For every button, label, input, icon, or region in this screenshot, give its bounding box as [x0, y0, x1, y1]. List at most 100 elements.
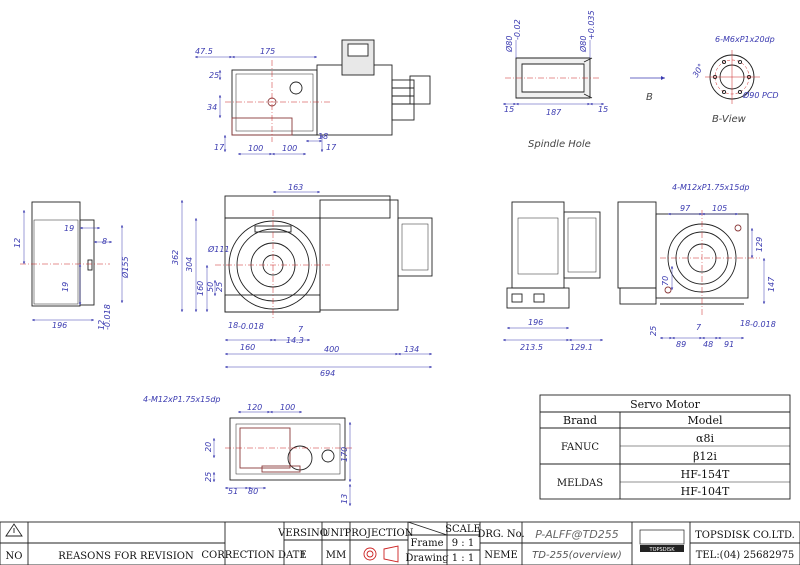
front-dim-50: 50	[206, 282, 215, 292]
right-b-147: 147	[767, 276, 776, 292]
tb-reasons: REASONS FOR REVISION	[58, 551, 194, 562]
dim-100a: 100	[248, 144, 263, 153]
tb-versino: VERSINO	[277, 528, 328, 539]
front-dim-160h: 160	[240, 343, 255, 352]
front-dim-304: 304	[185, 257, 194, 272]
right-b-tol-18: -0.018	[750, 320, 776, 329]
left-dim-19b: 19	[61, 282, 70, 292]
right-b-dims	[660, 212, 766, 340]
front-dim-160v: 160	[196, 281, 205, 296]
bview-label: B-View	[712, 114, 747, 125]
spindle-dia-a: Ø80	[504, 36, 514, 53]
front-dim-694: 694	[320, 369, 335, 378]
dim-100b: 100	[282, 144, 297, 153]
front-dim-14-3: 14.3	[286, 336, 304, 345]
front-dim-7: 7	[298, 325, 304, 334]
b-view	[705, 50, 760, 104]
bottom-callout: 4-M12xP1.75x15dp	[143, 395, 221, 404]
spindle-w1: 15	[504, 105, 514, 114]
dim-47-5: 47.5	[195, 47, 213, 56]
b-arrow-label: B	[646, 92, 653, 103]
right-b-105: 105	[712, 204, 727, 213]
left-view	[20, 201, 110, 307]
right-a-dims	[503, 326, 603, 342]
right-view-b	[617, 201, 760, 315]
left-dim-19a: 19	[64, 224, 74, 233]
front-view-dims	[180, 190, 432, 369]
tb-drawing-val: 1 : 1	[452, 553, 474, 564]
right-a-129-1: 129.1	[570, 343, 593, 352]
right-b-7: 7	[696, 323, 702, 332]
left-view-dims	[22, 210, 124, 322]
right-b-129: 129	[755, 237, 764, 252]
tb-frame: Frame	[410, 538, 443, 549]
left-dim-155: Ø155	[120, 256, 130, 279]
projection-symbol	[363, 545, 399, 563]
bview-angle: 30°	[691, 62, 706, 79]
front-dim-400: 400	[324, 345, 339, 354]
bottom-dim-80: 80	[248, 487, 258, 496]
front-dim-362: 362	[171, 250, 180, 265]
bottom-dim-120: 120	[247, 403, 262, 412]
tb-name-val: TD-255(overview)	[532, 550, 622, 561]
bottom-dim-100: 100	[280, 403, 295, 412]
servo-model-hf104t: HF-104T	[681, 485, 730, 498]
dim-34: 34	[207, 103, 217, 112]
tb-correction-date: CORRECTION DATE	[201, 550, 306, 561]
dim-25: 25	[209, 71, 219, 80]
dim-17a: 17	[214, 143, 225, 152]
tb-projection: PROJECTION	[345, 528, 414, 539]
title-block	[0, 521, 800, 565]
spindle-tol-a: -0.02	[513, 19, 522, 40]
front-dim-18: 18	[228, 321, 238, 330]
tb-unit-val: MM	[326, 550, 346, 561]
spindle-hole-section	[505, 57, 600, 99]
dim-18: 18	[318, 132, 328, 141]
servo-title: Servo Motor	[630, 398, 701, 411]
servo-col-brand: Brand	[563, 414, 597, 427]
right-b-91: 91	[724, 340, 734, 349]
bview-pcd: Ø90 PCD	[742, 90, 779, 100]
front-small-label: Ø111	[207, 244, 230, 254]
right-view-a	[506, 201, 601, 309]
tb-drg-no: DRG. No.	[477, 529, 524, 540]
left-dim-196: 196	[52, 321, 67, 330]
bottom-dim-13: 13	[340, 494, 349, 504]
servo-col-model: Model	[688, 414, 723, 427]
top-view	[225, 39, 431, 142]
tb-drawing: Drawing	[405, 553, 449, 564]
tb-unit: UNIT	[322, 528, 350, 539]
servo-motor-table	[539, 394, 791, 500]
bottom-view-dims	[212, 410, 352, 506]
left-dim-12b: 12	[97, 320, 106, 330]
right-b-97: 97	[680, 204, 691, 213]
right-b-25: 25	[649, 326, 658, 336]
front-dim-134: 134	[404, 345, 419, 354]
front-dim-25: 25	[215, 282, 224, 292]
left-tol-12: -0.018	[103, 304, 112, 330]
tb-name: NEME	[484, 550, 518, 561]
spindle-dia-b: Ø80	[578, 36, 588, 53]
tb-version-val: 1	[300, 550, 306, 561]
front-view	[215, 195, 433, 320]
bottom-dim-20: 20	[204, 442, 213, 452]
tb-no: NO	[6, 551, 23, 562]
tb-company: TOPSDISK CO.LTD.	[695, 530, 795, 541]
tb-scale: SCALE	[445, 524, 481, 535]
bview-callout: 6-M6xP1x20dp	[715, 35, 775, 44]
right-b-48: 48	[703, 340, 713, 349]
servo-model-hf154t: HF-154T	[681, 468, 730, 481]
spindle-dims	[503, 40, 604, 106]
front-dim-163: 163	[288, 183, 303, 192]
dim-17b: 17	[326, 143, 337, 152]
servo-brand-fanuc: FANUC	[561, 442, 599, 453]
servo-brand-meldas: MELDAS	[557, 478, 603, 489]
tb-tel: TEL:(04) 25682975	[696, 550, 795, 561]
right-b-18: 18	[740, 319, 750, 328]
left-dim-8: 8	[102, 237, 107, 246]
tb-frame-val: 9 : 1	[452, 538, 474, 549]
tb-drg-val: P-ALFF@TD255	[535, 528, 619, 541]
bottom-dim-51: 51	[228, 487, 238, 496]
top-view-dims	[195, 55, 324, 156]
